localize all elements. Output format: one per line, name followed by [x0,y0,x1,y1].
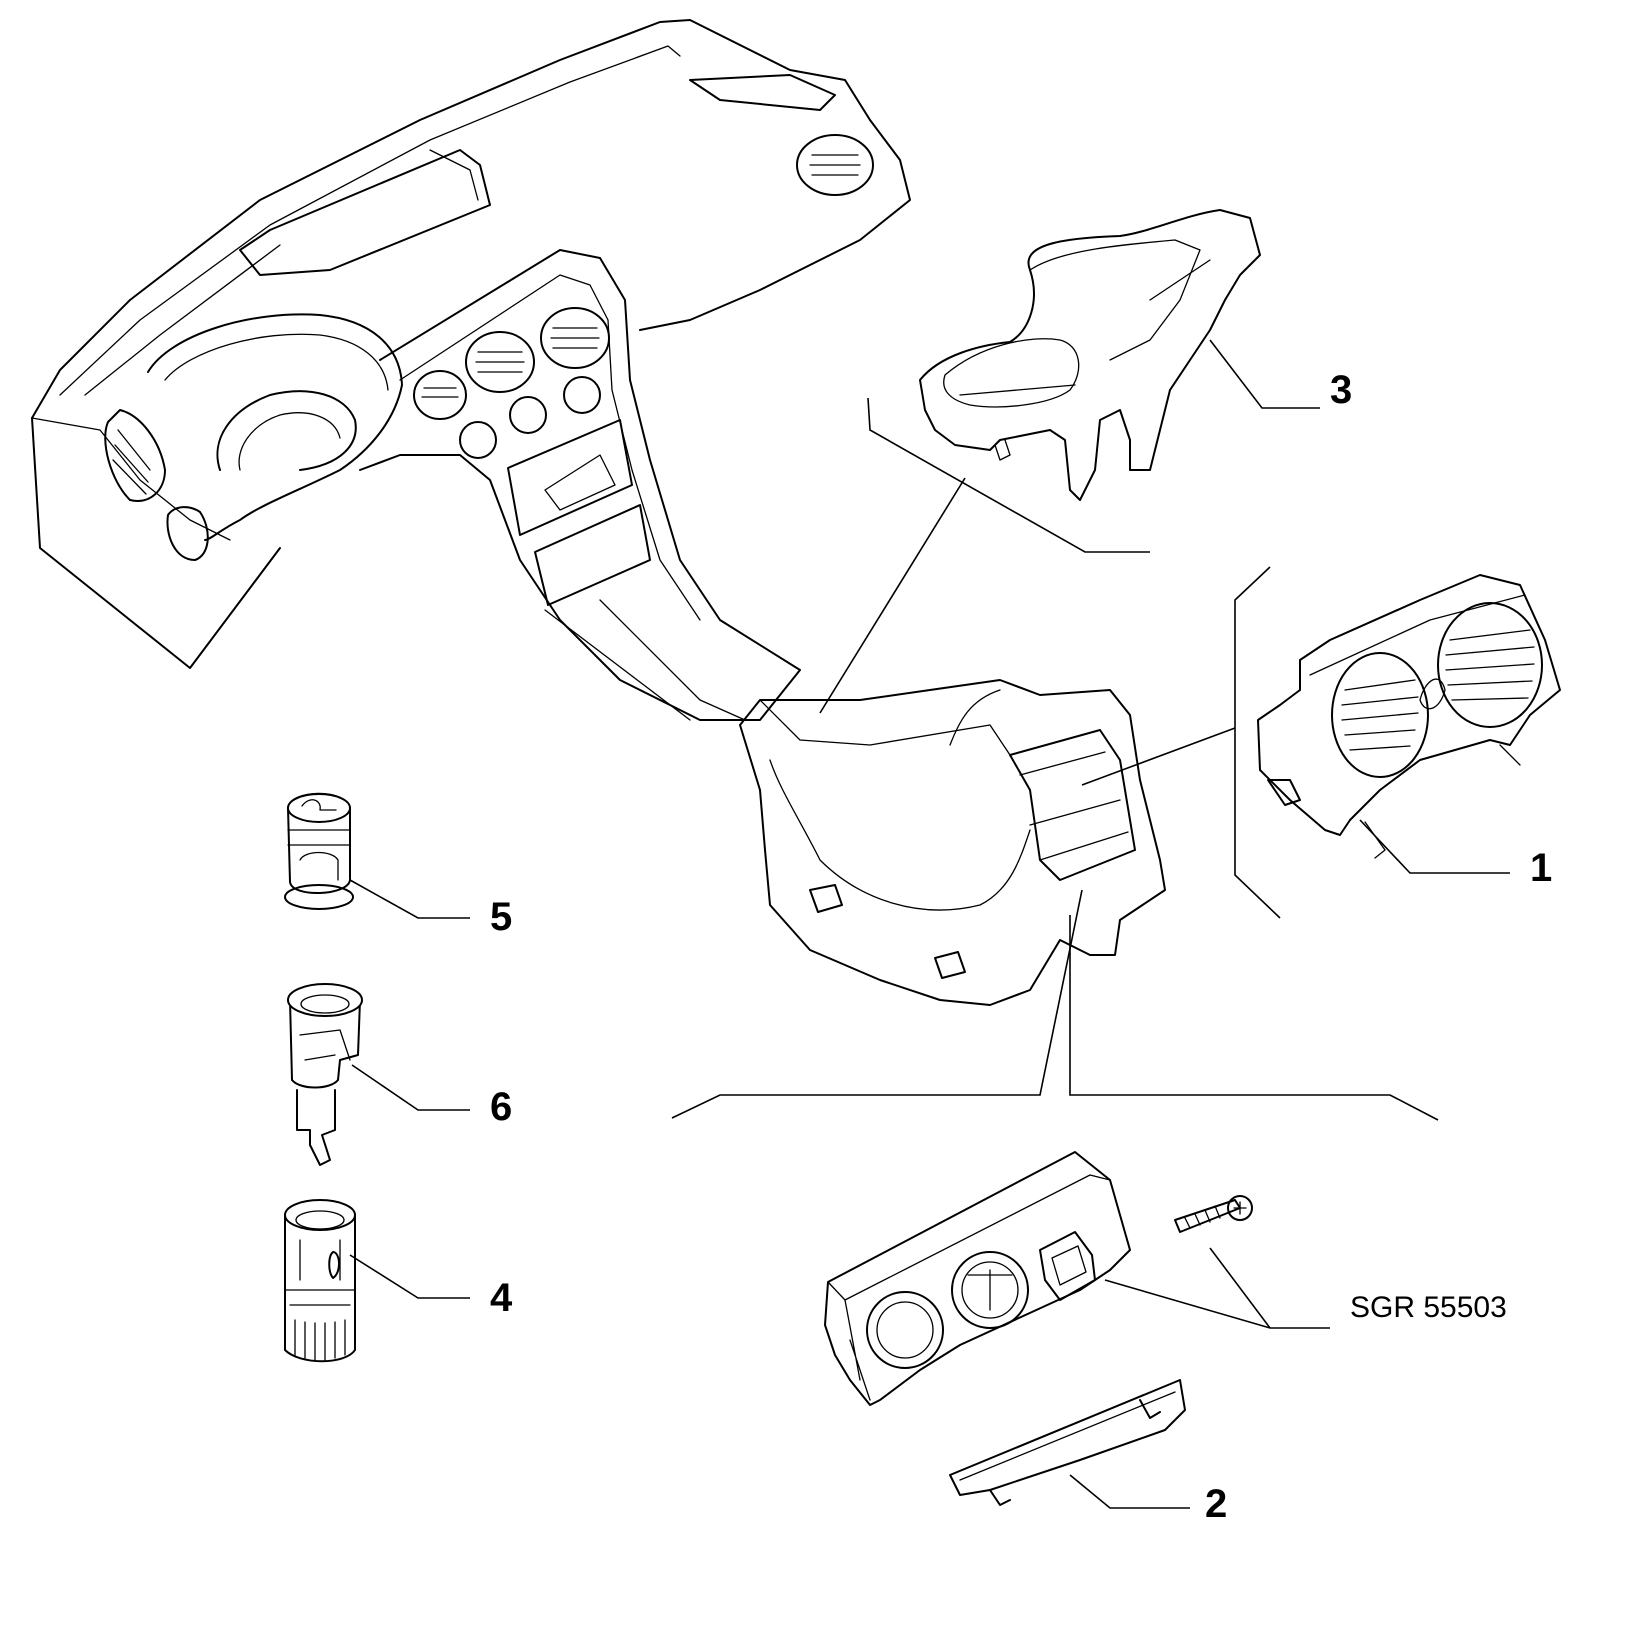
part-3-armrest-bin [919,209,1261,501]
reference-code: SGR 55503 [1350,1291,1507,1324]
callout-2: 2 [1205,1482,1228,1526]
callout-1: 1 [1530,846,1553,890]
leader-lines [349,339,1510,1509]
callout-3: 3 [1330,368,1353,412]
part-5-lighter [284,792,354,910]
part-6-socket [287,983,363,1166]
dashboard-assembly [31,19,911,721]
center-console [739,679,1166,1006]
part-2-climate-panel [824,1151,1253,1506]
callout-6: 6 [490,1085,513,1129]
callout-4: 4 [490,1276,513,1320]
callout-5: 5 [490,895,513,939]
part-1-twin-vent [1257,574,1561,859]
part-4-socket-housing [284,1199,356,1363]
